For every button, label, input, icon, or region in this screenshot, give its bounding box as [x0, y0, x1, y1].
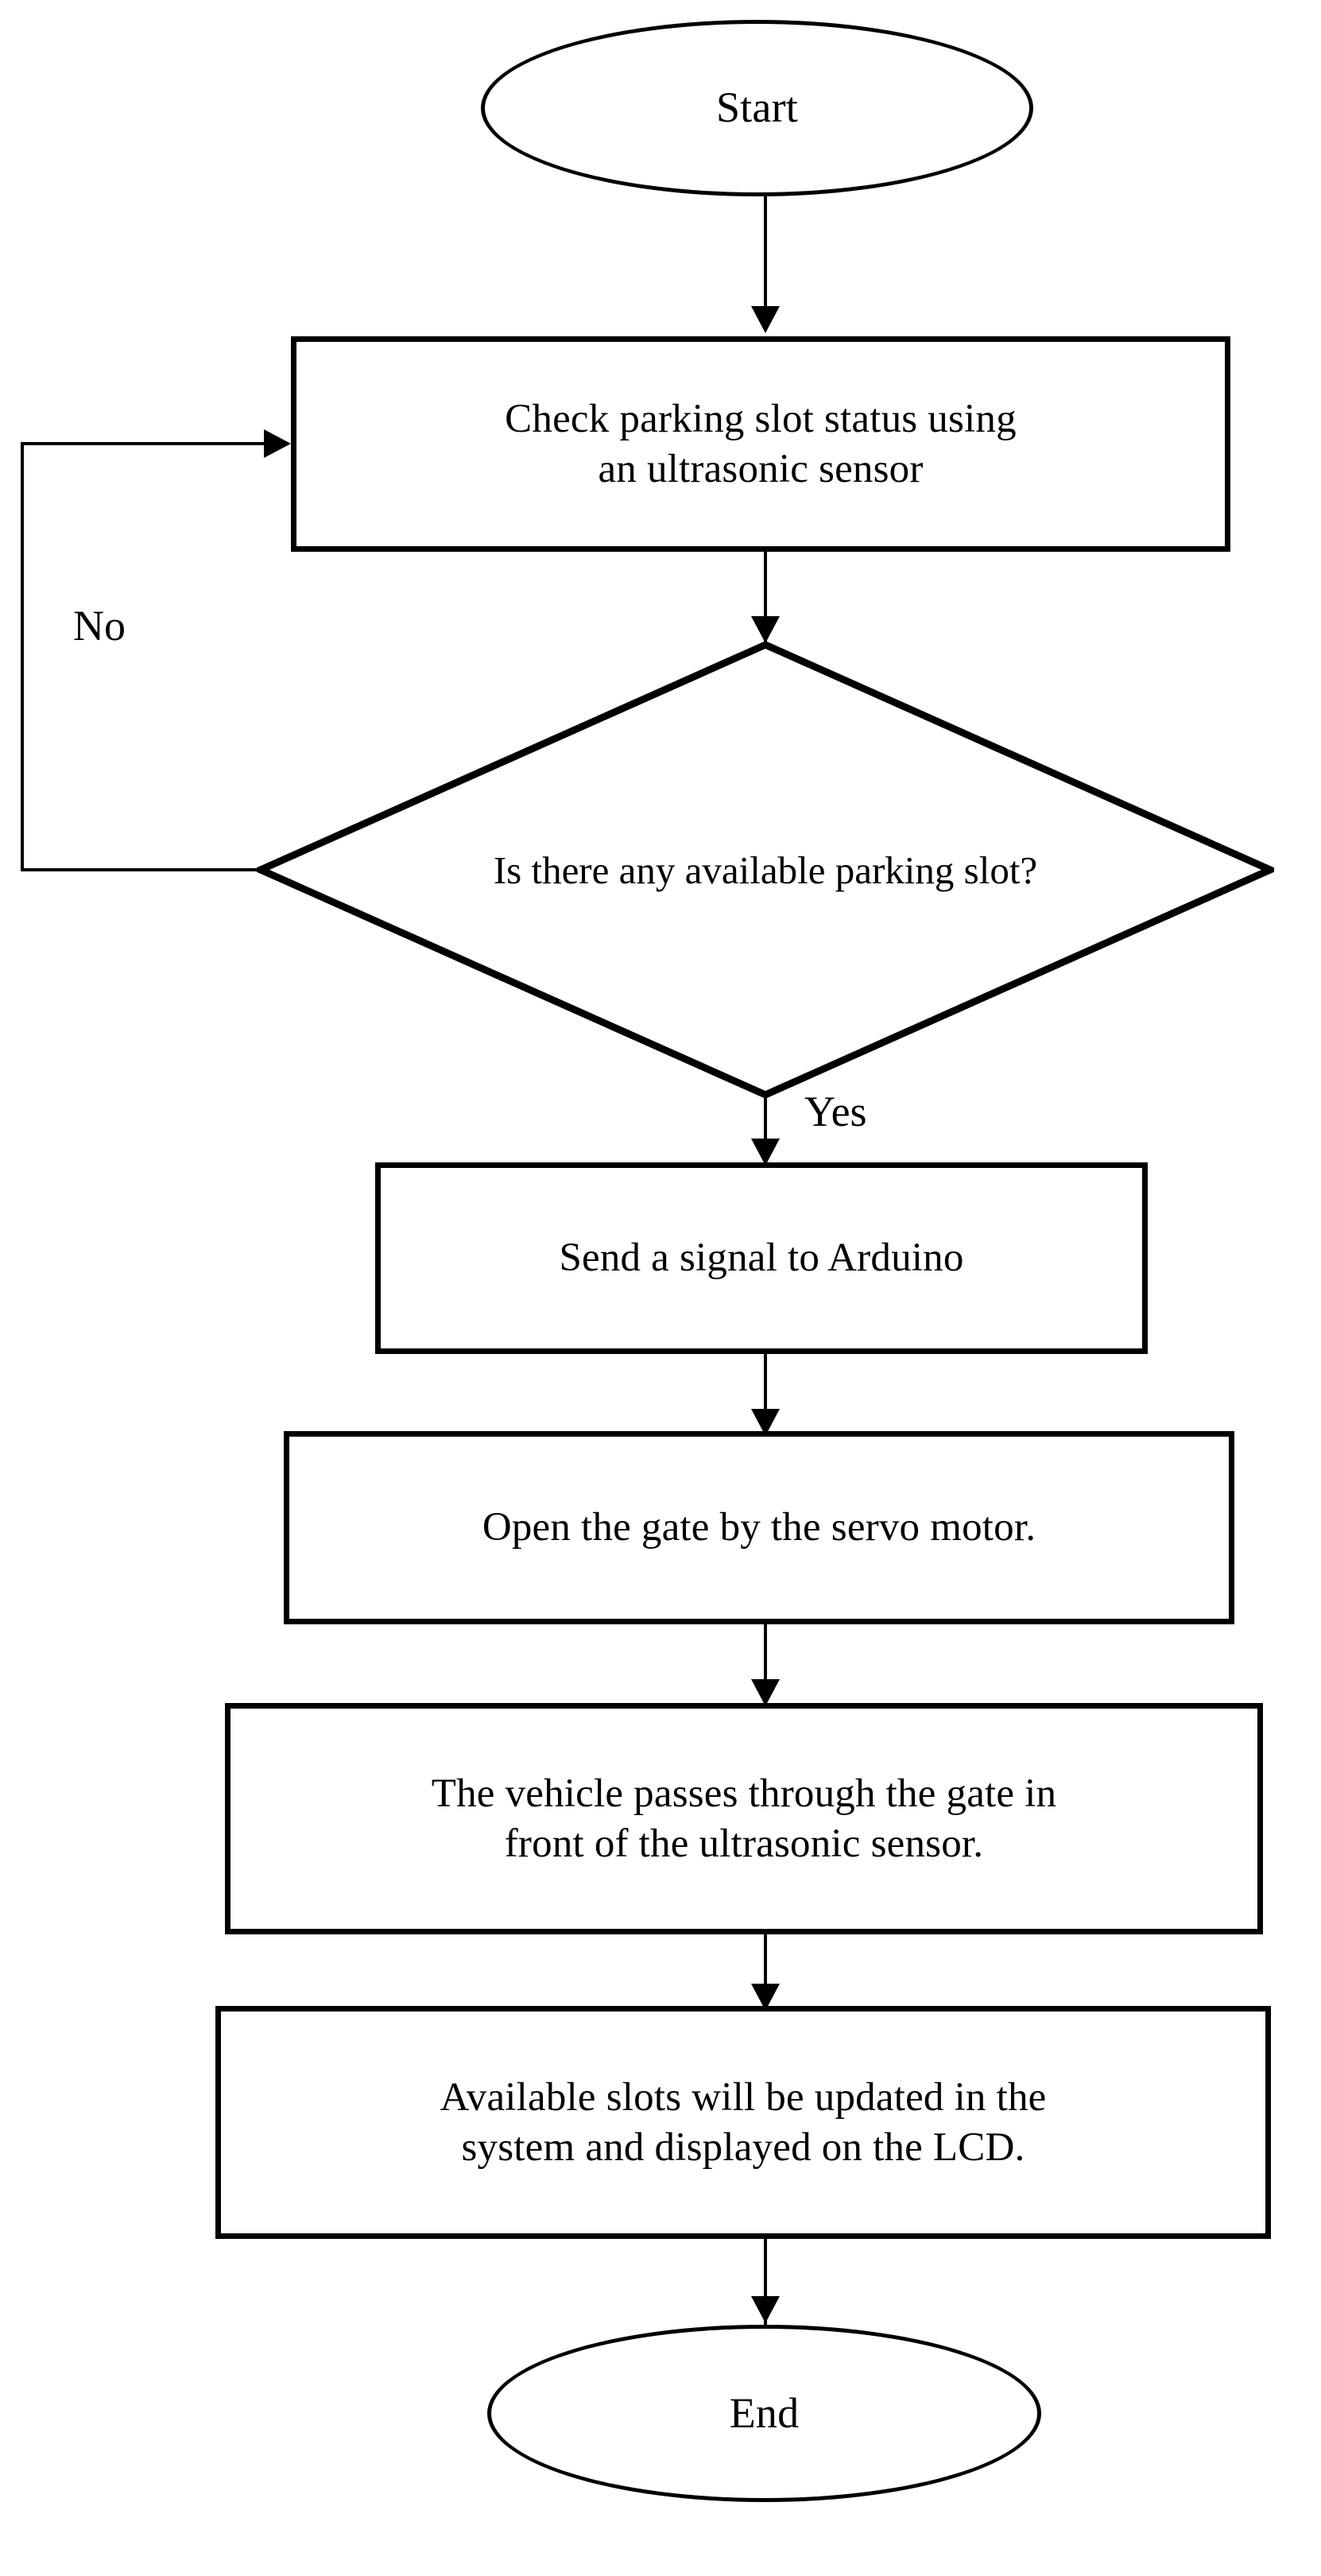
connector-vehicle-to-update — [764, 1934, 767, 2020]
node-vehicle-passes-label: The vehicle passes through the gate in f… — [431, 1771, 1057, 1866]
connector-start-to-check — [764, 196, 767, 309]
arrowhead-open-to-vehicle — [751, 1679, 780, 1706]
node-send-signal: Send a signal to Arduino — [375, 1162, 1148, 1354]
connector-no-vertical — [21, 442, 24, 871]
connector-send-to-open — [764, 1354, 767, 1449]
edge-label-no: No — [73, 602, 126, 650]
node-open-gate: Open the gate by the servo motor. — [284, 1431, 1234, 1624]
node-vehicle-passes: The vehicle passes through the gate in f… — [225, 1703, 1263, 1934]
node-check-parking-slot-label: Check parking slot status using an ultra… — [505, 397, 1017, 491]
node-start: Start — [481, 20, 1033, 196]
edge-label-yes: Yes — [804, 1088, 867, 1135]
connector-update-to-end — [764, 2239, 767, 2337]
arrowhead-update-to-end — [751, 2296, 780, 2323]
arrowhead-start-to-check — [751, 306, 780, 333]
node-decision: Is there any available parking slot? — [257, 641, 1274, 1099]
connector-open-to-vehicle — [764, 1624, 767, 1721]
connector-no-horizontal-top — [21, 442, 267, 445]
decision-diamond-shape — [257, 641, 1274, 1099]
connector-decision-to-send — [764, 1096, 767, 1180]
node-decision-text-wrap: Is there any available parking slot? — [257, 641, 1274, 1099]
node-end-label: End — [729, 2388, 800, 2437]
node-check-parking-slot: Check parking slot status using an ultra… — [291, 336, 1230, 552]
node-open-gate-label: Open the gate by the servo motor. — [482, 1505, 1036, 1550]
node-update-slots: Available slots will be updated in the s… — [215, 2006, 1271, 2239]
arrowhead-check-to-decision — [751, 616, 780, 643]
arrowhead-decision-to-send — [751, 1139, 780, 1166]
connector-no-horizontal-bottom — [21, 868, 263, 871]
connector-check-to-decision — [764, 552, 767, 646]
node-send-signal-label: Send a signal to Arduino — [559, 1236, 964, 1281]
node-start-label: Start — [716, 83, 798, 132]
node-decision-label: Is there any available parking slot? — [493, 848, 1038, 892]
node-end: End — [487, 2325, 1041, 2502]
node-update-slots-label: Available slots will be updated in the s… — [440, 2075, 1047, 2170]
arrowhead-no-into-check — [264, 429, 291, 458]
